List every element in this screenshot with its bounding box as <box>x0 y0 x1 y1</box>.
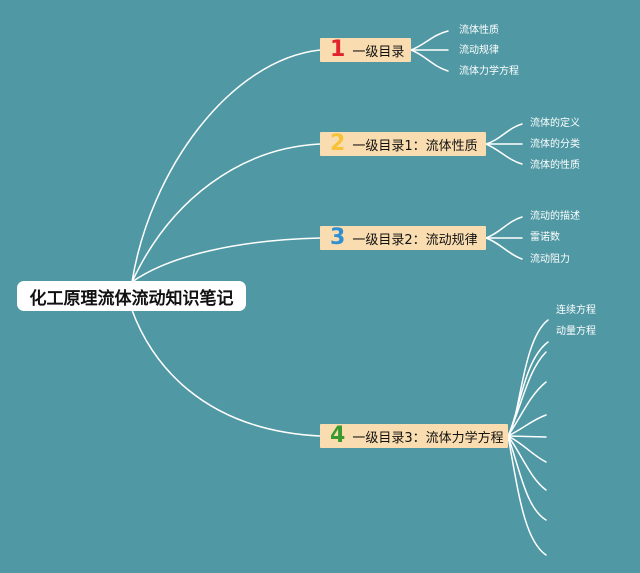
leaf-4-1[interactable]: 连续方程 <box>556 305 596 316</box>
connector-branch-4-child-9 <box>507 435 547 521</box>
connector-branch-4-child-6 <box>507 435 547 438</box>
connector-branch-3-child-3 <box>485 237 523 260</box>
branch-number-4: 4 <box>330 423 346 448</box>
leaf-1-1[interactable]: 流体性质 <box>459 25 499 36</box>
connector-branch-2-child-3 <box>485 143 523 165</box>
leaf-3-2[interactable]: 雷诺数 <box>530 232 560 243</box>
branch-node-1[interactable]: 1 一级目录 <box>320 38 411 62</box>
branch-label-2: 一级目录1：流体性质 <box>352 138 478 154</box>
leaf-2-3[interactable]: 流体的性质 <box>530 160 580 171</box>
branch-label-4: 一级目录3：流体力学方程 <box>352 430 504 446</box>
branch-node-2[interactable]: 2 一级目录1：流体性质 <box>320 132 486 156</box>
connector-root-branch-3 <box>131 237 321 283</box>
connector-branch-4-child-5 <box>507 414 547 437</box>
connector-branch-4-child-4 <box>507 381 547 437</box>
connector-root-branch-1 <box>131 49 321 283</box>
connector-branch-4-child-3 <box>507 351 547 437</box>
branch-node-3[interactable]: 3 一级目录2：流动规律 <box>320 226 486 250</box>
branch-number-3: 3 <box>330 225 346 250</box>
branch-label-1: 一级目录 <box>352 44 405 60</box>
branch-number-2: 2 <box>330 131 346 156</box>
leaf-3-1[interactable]: 流动的描述 <box>530 211 580 222</box>
branch-node-4[interactable]: 4 一级目录3：流体力学方程 <box>320 424 508 448</box>
connector-branch-1-child-3 <box>410 49 449 72</box>
connector-branch-1-child-1 <box>410 30 449 51</box>
connector-branch-3-child-1 <box>485 216 523 239</box>
leaf-3-3[interactable]: 流动阻力 <box>530 254 570 265</box>
leaf-2-1[interactable]: 流体的定义 <box>530 118 580 129</box>
leaf-1-3[interactable]: 流体力学方程 <box>459 66 519 77</box>
connector-root-branch-4 <box>131 309 321 437</box>
branch-number-1: 1 <box>330 37 346 62</box>
branch-label-3: 一级目录2：流动规律 <box>352 232 478 248</box>
root-node[interactable]: 化工原理流体流动知识笔记 <box>17 281 246 311</box>
connector-branch-4-child-7 <box>507 435 547 463</box>
leaf-1-2[interactable]: 流动规律 <box>459 45 499 56</box>
connector-branch-4-child-8 <box>507 435 547 491</box>
leaf-4-2[interactable]: 动量方程 <box>556 326 596 337</box>
connector-branch-2-child-1 <box>485 123 523 145</box>
leaf-2-2[interactable]: 流体的分类 <box>530 139 580 150</box>
connector-branch-4-child-10 <box>507 435 547 556</box>
connector-root-branch-2 <box>131 143 321 283</box>
